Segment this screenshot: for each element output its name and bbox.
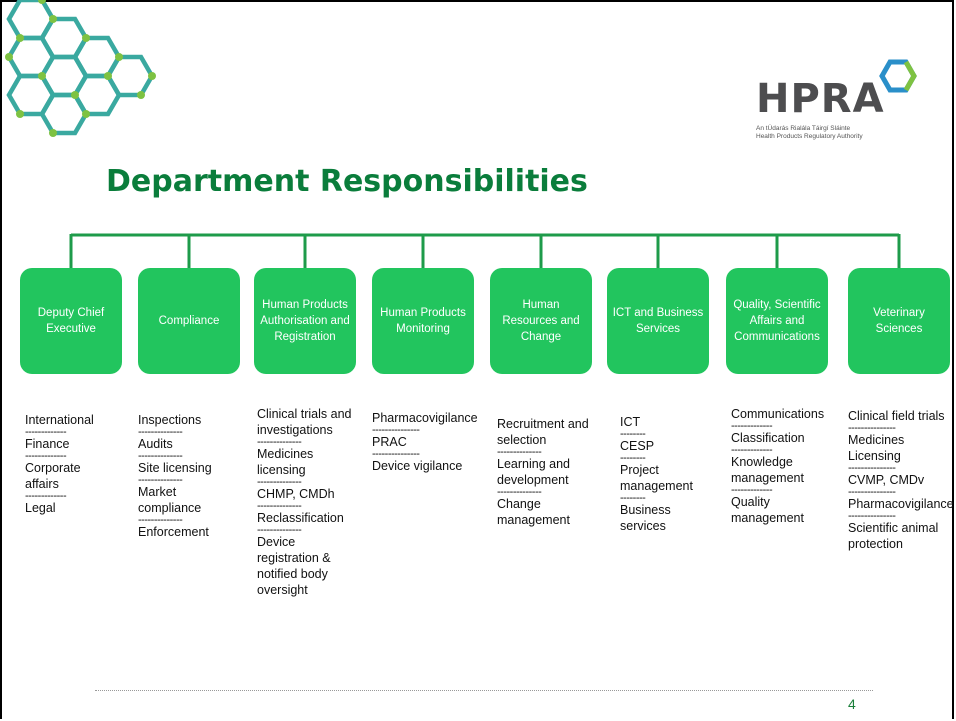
list-separator: -------------- xyxy=(257,438,302,446)
list-item: ICT xyxy=(620,415,641,429)
department-box: Deputy Chief Executive xyxy=(20,268,122,374)
list-item: Medicines licensing xyxy=(257,447,314,477)
list-separator: ------------- xyxy=(25,452,67,460)
list-item: Device registration & notified body over… xyxy=(257,535,331,597)
list-separator: -------- xyxy=(620,494,646,502)
list-item: International xyxy=(25,413,94,427)
responsibility-list: Inspections -------------- Audits ------… xyxy=(138,412,248,540)
list-item: Scientific animal protection xyxy=(848,521,939,551)
list-item: Corporate affairs xyxy=(25,461,81,491)
list-separator: -------------- xyxy=(138,428,183,436)
list-item: Pharmacovigilance xyxy=(848,497,954,511)
molecule-decoration-icon xyxy=(5,0,156,137)
responsibility-list: Recruitment and selection --------------… xyxy=(497,416,601,528)
department-box: Human Resources and Change xyxy=(490,268,592,374)
list-separator: -------------- xyxy=(138,516,183,524)
responsibility-list: International ------------- Finance ----… xyxy=(25,412,133,516)
department-box: Human Products Monitoring xyxy=(372,268,474,374)
list-separator: ------------- xyxy=(25,492,67,500)
department-box: Quality, Scientific Affairs and Communic… xyxy=(726,268,828,374)
list-separator: --------------- xyxy=(848,424,896,432)
responsibility-list: Communications ------------- Classificat… xyxy=(731,406,839,526)
responsibility-list: ICT -------- CESP -------- Project manag… xyxy=(620,414,720,534)
logo-tagline-irish: An tÚdarás Rialála Táirgí Sláinte xyxy=(756,125,851,132)
list-item: Clinical field trials xyxy=(848,409,945,423)
page-number: 4 xyxy=(848,696,856,712)
list-separator: -------------- xyxy=(497,448,542,456)
department-label: Human Products Monitoring xyxy=(380,306,466,335)
department-box: Human Products Authorisation and Registr… xyxy=(254,268,356,374)
list-separator: --------------- xyxy=(848,488,896,496)
list-item: Reclassification xyxy=(257,511,344,525)
department-label: Quality, Scientific Affairs and Communic… xyxy=(733,298,821,344)
list-item: Recruitment and selection xyxy=(497,417,589,447)
list-item: Clinical trials and investigations xyxy=(257,407,352,437)
department-label: Veterinary Sciences xyxy=(873,306,925,335)
list-item: Communications xyxy=(731,407,825,421)
department-label: Deputy Chief Executive xyxy=(37,306,105,335)
list-item: Medicines Licensing xyxy=(848,433,905,463)
list-separator: ------------- xyxy=(731,422,773,430)
list-separator: -------------- xyxy=(138,452,183,460)
department-label: Human Resources and Change xyxy=(502,298,580,344)
list-separator: -------- xyxy=(620,430,646,438)
list-item: Enforcement xyxy=(138,525,209,539)
department-box: Veterinary Sciences xyxy=(848,268,950,374)
list-item: CESP xyxy=(620,439,655,453)
list-separator: ------------- xyxy=(731,486,773,494)
logo-wordmark: HPRA xyxy=(756,76,885,122)
page-title: Department Responsibilities xyxy=(106,164,588,199)
department-box: Compliance xyxy=(138,268,240,374)
list-item: Pharmacovigilance xyxy=(372,411,478,425)
department-box: ICT and Business Services xyxy=(607,268,709,374)
list-separator: -------------- xyxy=(497,488,542,496)
list-item: Inspections xyxy=(138,413,202,427)
footer-divider xyxy=(95,690,873,691)
list-item: Business services xyxy=(620,503,671,533)
logo-molecule-icon xyxy=(879,59,917,93)
list-item: CHMP, CMDh xyxy=(257,487,335,501)
list-item: Audits xyxy=(138,437,173,451)
list-item: Quality management xyxy=(731,495,804,525)
department-label: Human Products Authorisation and Registr… xyxy=(260,298,350,344)
list-separator: -------- xyxy=(620,454,646,462)
list-separator: -------------- xyxy=(257,502,302,510)
responsibility-list: Clinical field trials --------------- Me… xyxy=(848,408,954,552)
list-separator: -------------- xyxy=(257,478,302,486)
department-label: ICT and Business Services xyxy=(612,306,704,335)
responsibility-list: Pharmacovigilance --------------- PRAC -… xyxy=(372,410,486,474)
list-item: Knowledge management xyxy=(731,455,804,485)
list-item: CVMP, CMDv xyxy=(848,473,925,487)
list-item: Market compliance xyxy=(138,485,202,515)
list-item: Classification xyxy=(731,431,805,445)
list-item: Finance xyxy=(25,437,70,451)
list-item: Project management xyxy=(620,463,693,493)
list-separator: --------------- xyxy=(848,464,896,472)
list-separator: ------------- xyxy=(25,428,67,436)
list-item: Device vigilance xyxy=(372,459,463,473)
list-item: Learning and development xyxy=(497,457,570,487)
list-separator: -------------- xyxy=(138,476,183,484)
list-separator: --------------- xyxy=(848,512,896,520)
list-item: Site licensing xyxy=(138,461,212,475)
hpra-logo: HPRA An tÚdarás Rialála Táirgí Sláinte H… xyxy=(756,54,926,149)
logo-tagline-english: Health Products Regulatory Authority xyxy=(756,133,863,140)
department-label: Compliance xyxy=(158,314,220,327)
list-separator: --------------- xyxy=(372,450,420,458)
list-separator: -------------- xyxy=(257,526,302,534)
list-separator: ------------- xyxy=(731,446,773,454)
list-separator: --------------- xyxy=(372,426,420,434)
list-item: PRAC xyxy=(372,435,407,449)
list-item: Change management xyxy=(497,497,570,527)
list-item: Legal xyxy=(25,501,56,515)
responsibility-list: Clinical trials and investigations -----… xyxy=(257,406,367,598)
